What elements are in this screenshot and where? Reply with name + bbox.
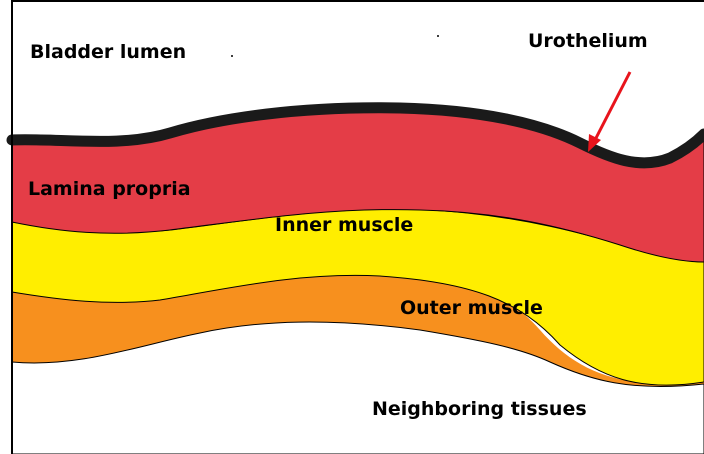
inner-muscle-label: Inner muscle — [275, 214, 413, 236]
outer-muscle-label: Outer muscle — [400, 297, 543, 319]
stray-mark — [437, 35, 439, 37]
urothelium-label: Urothelium — [528, 30, 648, 52]
neighboring-tissues-label: Neighboring tissues — [372, 398, 587, 420]
stray-mark — [231, 55, 233, 57]
bladder-lumen-label: Bladder lumen — [30, 41, 186, 63]
lamina-propria-label: Lamina propria — [28, 178, 191, 200]
urothelium-arrow — [595, 72, 630, 140]
